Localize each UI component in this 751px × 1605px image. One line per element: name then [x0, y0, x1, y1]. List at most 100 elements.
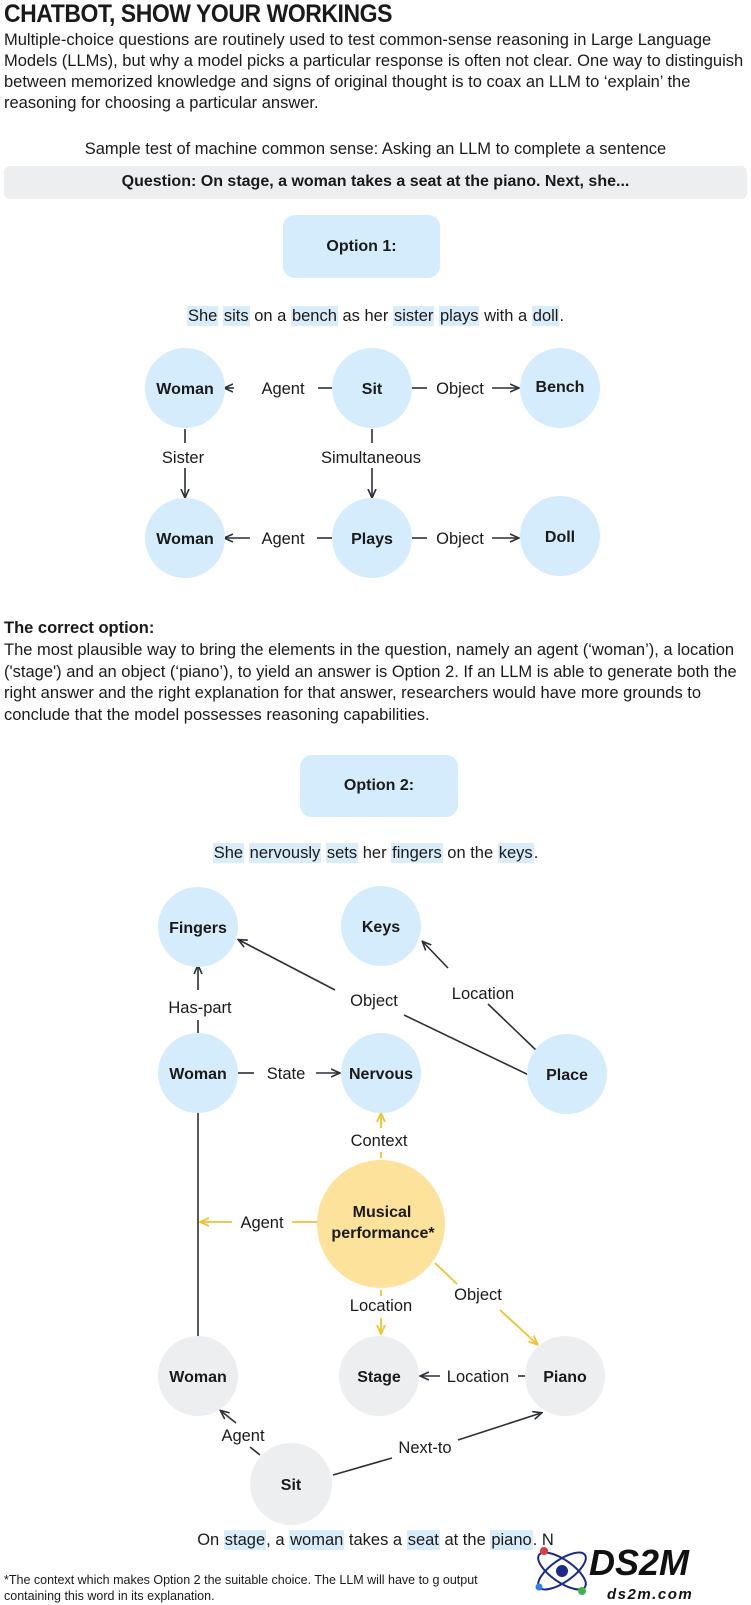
highlighted-word: nervously — [248, 843, 322, 863]
node-doll-label: Doll — [545, 529, 575, 546]
edge-location-keys-seg2 — [423, 942, 449, 969]
node-doll — [520, 496, 600, 576]
node-fingers-label: Fingers — [169, 920, 227, 937]
sentence-text: takes a — [344, 1531, 407, 1549]
page-title: CHATBOT, SHOW YOUR WORKINGS — [4, 0, 392, 28]
node-plays-label: Plays — [351, 531, 393, 548]
sentence-text: on the — [442, 844, 498, 862]
logo-name: DS2M — [589, 1542, 690, 1583]
edge-location-keys-label: Location — [452, 985, 514, 1003]
sentence-text: with a — [479, 307, 532, 325]
highlighted-word: woman — [289, 1530, 345, 1550]
sentence-text: . — [559, 307, 565, 325]
highlighted-word: sits — [222, 306, 250, 326]
edge-object-musical-seg2 — [499, 1309, 537, 1344]
option-2-sentence: She nervously sets her fingers on the ke… — [0, 843, 751, 863]
highlighted-word: bench — [290, 306, 338, 326]
node-musical-label-1: Musical — [353, 1204, 412, 1221]
option-2-graph: Fingers Keys Woman Nervous Place Musical… — [158, 886, 607, 1525]
edge-object-2-label: Object — [436, 530, 484, 548]
node-sit-question-label: Sit — [281, 1477, 302, 1494]
highlighted-word: seat — [406, 1530, 440, 1550]
node-stage — [339, 1336, 419, 1416]
ds2m-logo: DS2M ds2m.com — [535, 1542, 693, 1603]
intro-paragraph: Multiple-choice questions are routinely … — [4, 31, 744, 112]
edge-agent-sit-label: Agent — [221, 1427, 265, 1445]
edge-agent-musical-label: Agent — [240, 1214, 284, 1232]
highlighted-word: sets — [325, 843, 359, 863]
edge-agent-sit-seg2 — [221, 1411, 237, 1424]
node-nervous-label: Nervous — [349, 1066, 413, 1083]
node-woman-question — [158, 1336, 238, 1416]
option-1-label: Option 1: — [283, 215, 440, 278]
correct-option-body: The most plausible way to bring the elem… — [4, 641, 737, 724]
edge-agent-sit-seg1 — [249, 1446, 261, 1456]
question-text: Question: On stage, a woman takes a seat… — [121, 173, 630, 190]
node-woman-question-label: Woman — [169, 1369, 226, 1386]
sentence-text: . N — [532, 1531, 554, 1549]
node-musical-performance — [317, 1160, 445, 1288]
edge-next-to-seg2 — [457, 1413, 541, 1441]
edge-sister-label: Sister — [162, 449, 205, 467]
question-bar — [4, 166, 747, 199]
edge-simultaneous-label: Simultaneous — [321, 449, 421, 467]
edge-location-musical-label: Location — [350, 1297, 412, 1315]
edge-location-piano-label: Location — [447, 1368, 509, 1386]
correct-option-heading: The correct option: — [4, 619, 155, 637]
node-woman-1 — [145, 348, 225, 428]
node-nervous — [341, 1033, 421, 1113]
sentence-text: , a — [266, 1531, 290, 1549]
edge-object-musical-label: Object — [454, 1286, 502, 1304]
node-woman-2-label: Woman — [156, 531, 213, 548]
option-2-label-text: Option 2: — [343, 777, 415, 794]
edge-object-label: Object — [350, 992, 398, 1010]
edge-location-keys-seg1 — [487, 1003, 539, 1053]
question-sentence: On stage, a woman takes a seat at the pi… — [0, 1530, 751, 1550]
highlighted-word: piano — [490, 1530, 533, 1550]
edge-next-to-label: Next-to — [398, 1439, 451, 1457]
sentence-text: at the — [439, 1531, 491, 1549]
node-woman-1-label: Woman — [156, 381, 213, 398]
option-1-sentence: She sits on a bench as her sister plays … — [0, 306, 751, 326]
footnote: *The context which makes Option 2 the su… — [4, 1573, 478, 1603]
highlighted-word: She — [212, 843, 245, 863]
edge-object-seg2 — [239, 940, 336, 991]
node-stage-label: Stage — [357, 1369, 401, 1386]
edge-object-musical-seg1 — [434, 1262, 458, 1285]
sentence-text: On — [197, 1531, 224, 1549]
node-plays — [332, 498, 412, 578]
sentence-text — [244, 844, 249, 862]
node-keys-label: Keys — [362, 919, 400, 936]
edge-agent-2-label: Agent — [261, 530, 305, 548]
edge-next-to-seg1 — [332, 1457, 393, 1476]
figure-subtitle: Sample test of machine common sense: Ask… — [84, 140, 667, 158]
node-woman-label: Woman — [169, 1066, 226, 1083]
highlighted-word: plays — [438, 306, 480, 326]
edge-object-seg1 — [403, 1014, 538, 1080]
edge-has-part-label: Has-part — [168, 999, 232, 1017]
highlighted-word: doll — [531, 306, 560, 326]
node-fingers — [158, 887, 238, 967]
edge-state-label: State — [267, 1065, 306, 1083]
node-place — [527, 1034, 607, 1114]
node-bench-label: Bench — [536, 379, 585, 396]
highlighted-word: keys — [497, 843, 534, 863]
option-1-graph: Woman Sit Bench Woman Plays Doll Agent O… — [145, 348, 600, 578]
node-sit-label: Sit — [362, 381, 383, 398]
option-1-label-text: Option 1: — [326, 237, 397, 255]
highlighted-word: stage — [223, 1530, 267, 1550]
sentence-text: on a — [249, 307, 291, 325]
node-piano-label: Piano — [543, 1369, 587, 1386]
edge-context-label: Context — [351, 1132, 408, 1150]
highlighted-word: sister — [392, 306, 435, 326]
option-2-label: Option 2: — [300, 755, 458, 817]
node-place-label: Place — [546, 1067, 588, 1084]
edge-object-1-label: Object — [436, 380, 484, 398]
node-bench — [520, 348, 600, 428]
node-woman-2 — [145, 498, 225, 578]
logo-url: ds2m.com — [607, 1586, 693, 1603]
sentence-text: as her — [337, 307, 393, 325]
node-musical-label-2: performance* — [331, 1225, 435, 1242]
sentence-text: her — [358, 844, 392, 862]
highlighted-word: She — [186, 306, 219, 326]
